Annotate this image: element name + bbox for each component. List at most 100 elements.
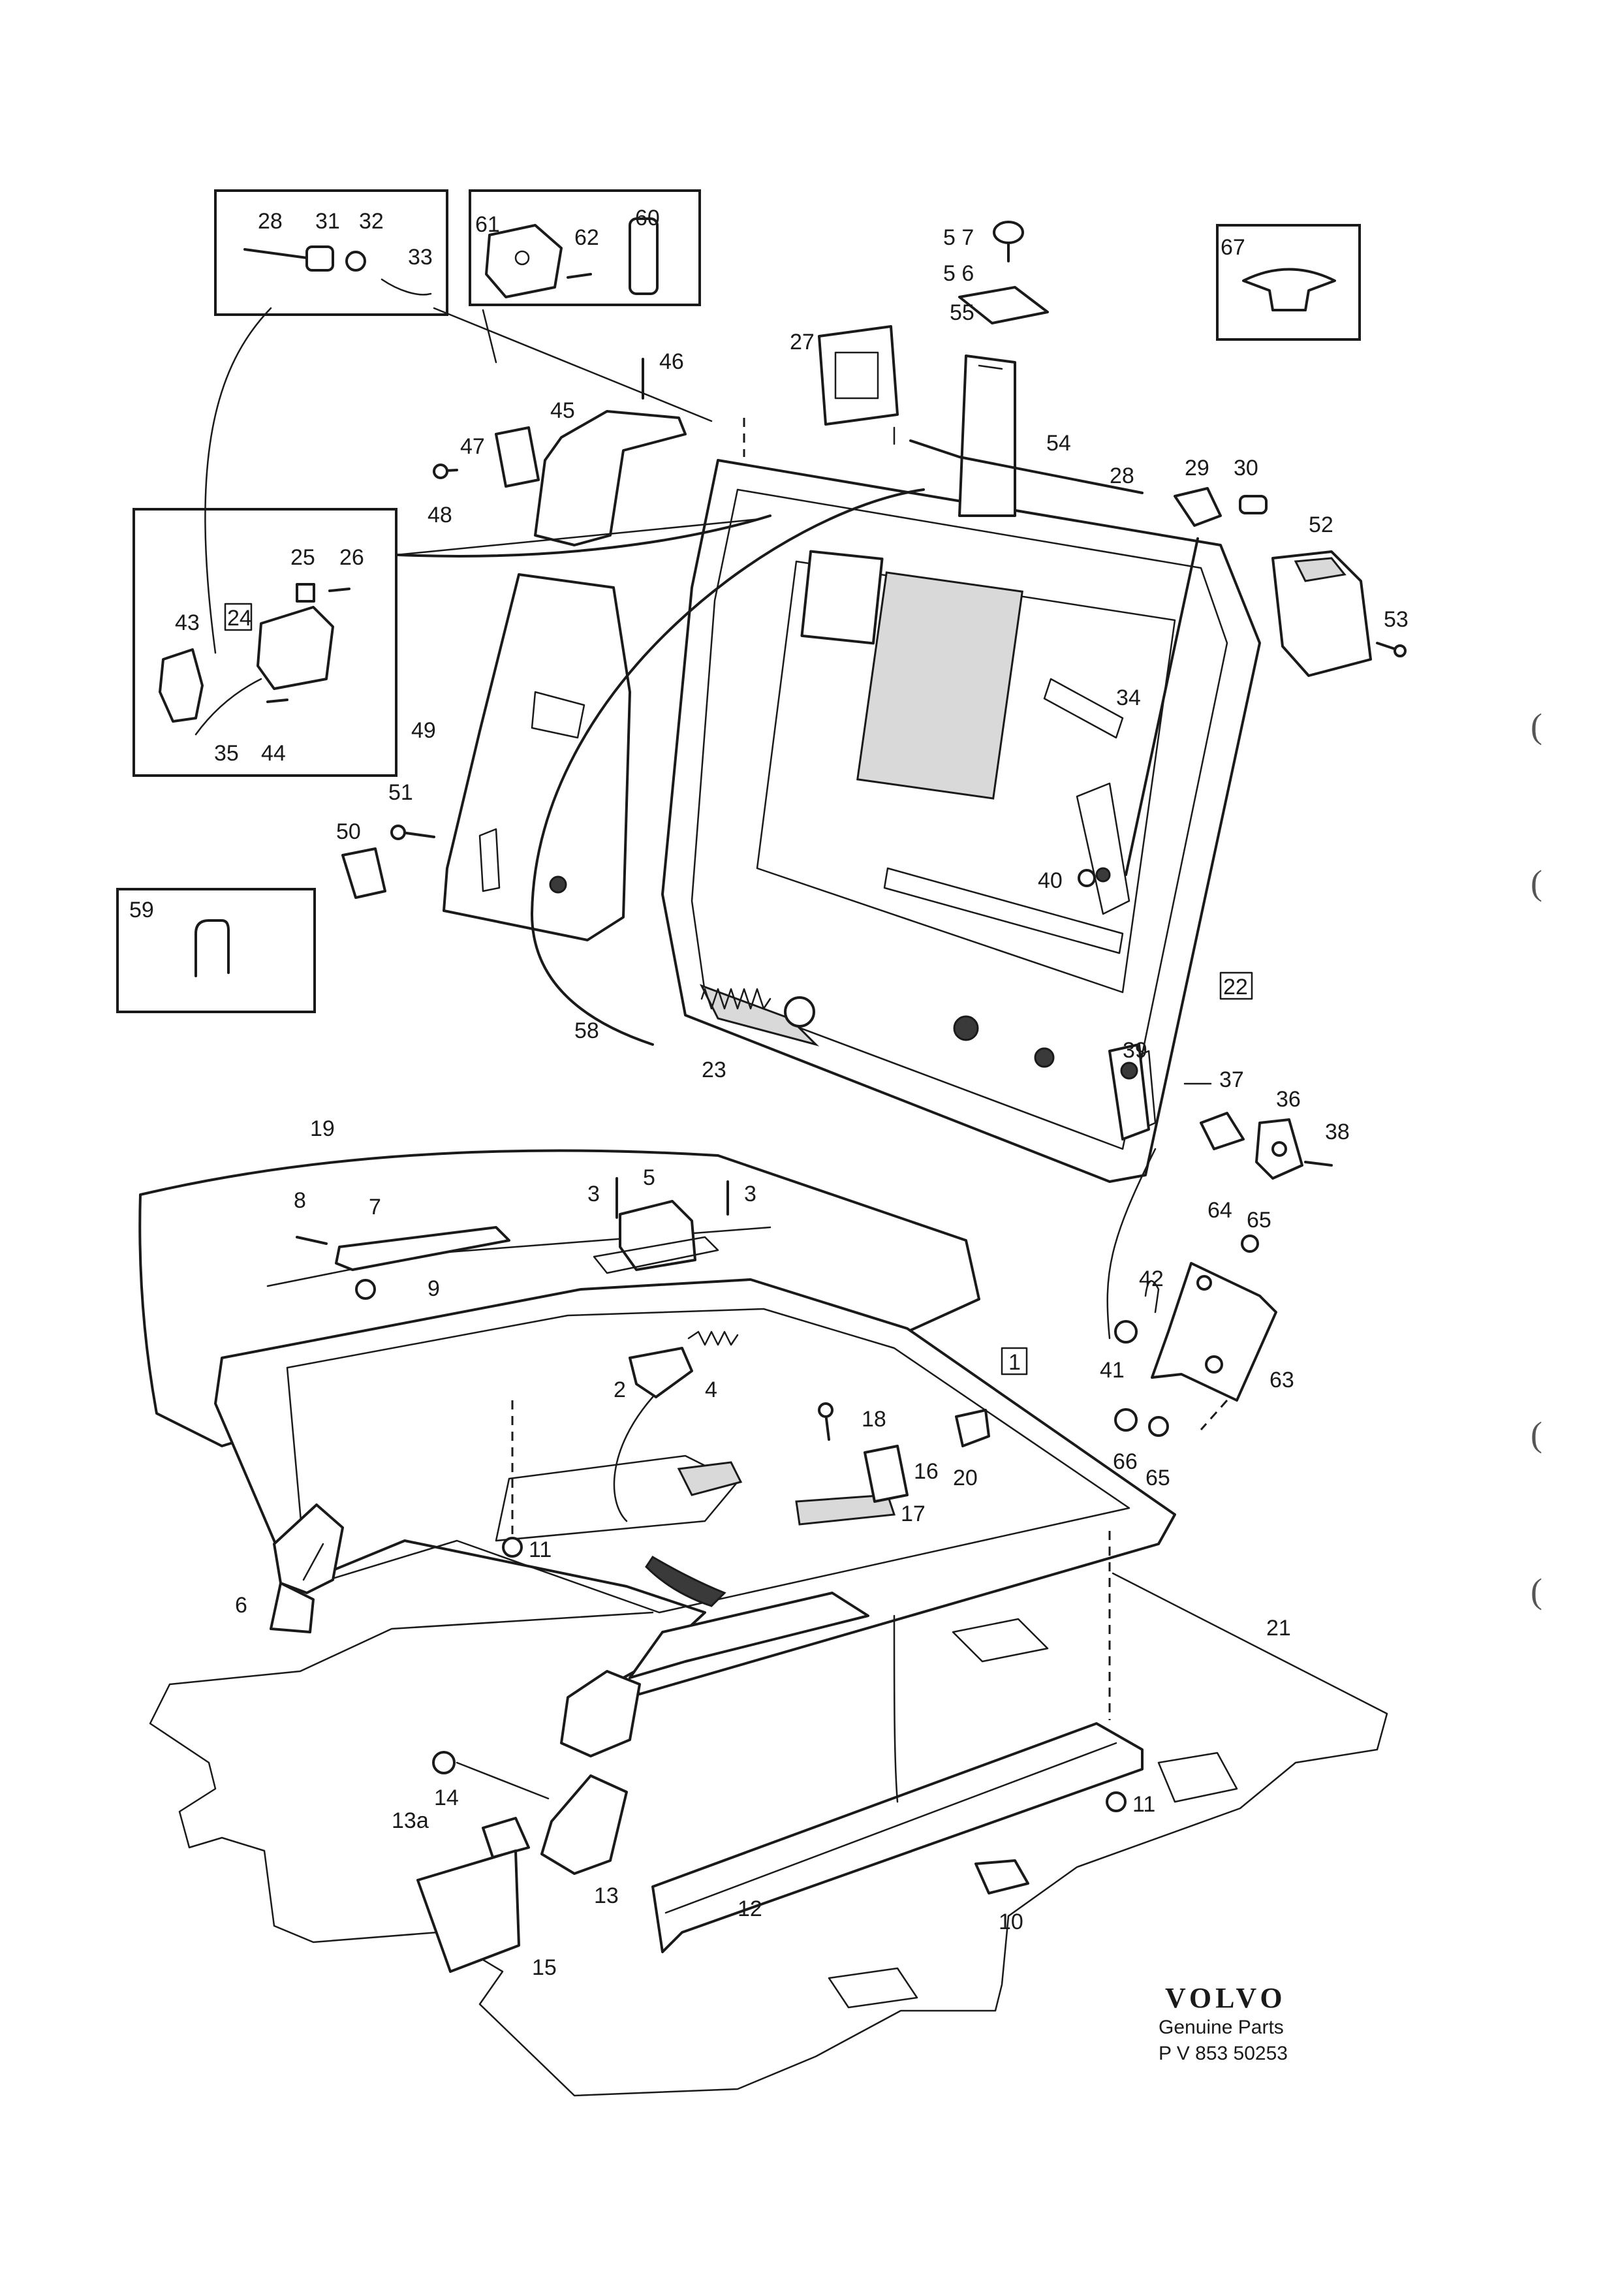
seat-frame-1 bbox=[214, 1278, 1176, 1695]
callout-9: 9 bbox=[428, 1276, 440, 1301]
callout-31: 31 bbox=[315, 209, 340, 234]
callout-24: 24 bbox=[227, 606, 252, 631]
clip-10 bbox=[974, 1859, 1029, 1895]
callout-59: 59 bbox=[129, 898, 154, 922]
callout-65a: 65 bbox=[1247, 1208, 1271, 1233]
floor-panel-21 bbox=[149, 1572, 1388, 2097]
callout-52: 52 bbox=[1309, 512, 1333, 537]
leg-bracket-front bbox=[560, 1670, 641, 1757]
callout-5: 5 bbox=[643, 1165, 655, 1190]
bracket-16-18 bbox=[818, 1402, 909, 1503]
callout-63: 63 bbox=[1270, 1368, 1294, 1392]
brand-code: P V 853 50253 bbox=[1159, 2043, 1288, 2064]
callout-50: 50 bbox=[336, 819, 361, 844]
callout-25: 25 bbox=[290, 545, 315, 570]
callout-21: 21 bbox=[1266, 1616, 1291, 1641]
callout-14: 14 bbox=[434, 1785, 459, 1810]
callout-12: 12 bbox=[738, 1896, 762, 1921]
nut-11-left bbox=[502, 1537, 523, 1558]
nut-11-right bbox=[1106, 1791, 1127, 1812]
callout-22: 22 bbox=[1223, 975, 1248, 999]
hinge-5 bbox=[593, 1177, 729, 1274]
backrest-frame-22 bbox=[661, 459, 1261, 1183]
clip-50-51 bbox=[341, 825, 435, 899]
callout-33: 33 bbox=[408, 245, 433, 270]
callout-41: 41 bbox=[1100, 1358, 1125, 1383]
leg-bracket-6 bbox=[270, 1503, 344, 1633]
inset-box-24-44 bbox=[132, 508, 397, 777]
callout-box-22 bbox=[1219, 971, 1253, 1000]
inset-box-59 bbox=[116, 888, 316, 1013]
callout-47: 47 bbox=[460, 434, 485, 459]
corner-cover-52 bbox=[1271, 550, 1407, 677]
callout-35: 35 bbox=[214, 741, 239, 766]
rail-12 bbox=[651, 1722, 1144, 1953]
callout-45: 45 bbox=[550, 398, 575, 423]
callout-62: 62 bbox=[574, 225, 599, 250]
callout-box-24 bbox=[224, 603, 253, 631]
callout-64: 64 bbox=[1207, 1198, 1232, 1223]
callout-36: 36 bbox=[1276, 1087, 1301, 1112]
callout-27: 27 bbox=[790, 330, 815, 354]
spring-23 bbox=[700, 988, 815, 1028]
callout-38: 38 bbox=[1325, 1120, 1350, 1144]
clip-20 bbox=[955, 1409, 990, 1447]
callout-28b: 28 bbox=[1110, 464, 1134, 488]
callout-34: 34 bbox=[1116, 685, 1141, 710]
callout-3b: 3 bbox=[744, 1182, 756, 1206]
cable-58 bbox=[397, 488, 925, 1046]
callout-labels: 28 31 32 33 61 62 60 5 7 5 6 55 67 27 46… bbox=[129, 206, 1409, 1980]
brand-subtitle: Genuine Parts bbox=[1159, 2017, 1284, 2038]
callout-39: 39 bbox=[1123, 1038, 1147, 1063]
callout-17: 17 bbox=[901, 1502, 926, 1526]
callout-6: 6 bbox=[235, 1593, 247, 1618]
callout-57: 5 7 bbox=[943, 225, 974, 250]
callout-55: 55 bbox=[950, 300, 974, 325]
callout-51: 51 bbox=[388, 780, 413, 805]
callout-8: 8 bbox=[294, 1188, 306, 1213]
callout-61: 61 bbox=[475, 212, 500, 237]
callout-54: 54 bbox=[1046, 431, 1071, 456]
inset-box-60-62 bbox=[469, 189, 701, 306]
inset-box-67 bbox=[1216, 224, 1361, 341]
margin-marks: ( ( ( ( bbox=[1531, 706, 1542, 1611]
callout-3a: 3 bbox=[587, 1182, 600, 1206]
brand-logo: VOLVO bbox=[1165, 1982, 1286, 2014]
latch-63 bbox=[1114, 1234, 1277, 1437]
callout-32: 32 bbox=[359, 209, 384, 234]
callout-11b: 11 bbox=[1132, 1792, 1155, 1817]
callout-46: 46 bbox=[659, 349, 684, 374]
callout-18: 18 bbox=[862, 1407, 886, 1432]
callout-48: 48 bbox=[428, 503, 452, 527]
callout-28a: 28 bbox=[258, 209, 283, 234]
leader-lines bbox=[204, 307, 1212, 1803]
callout-19: 19 bbox=[310, 1116, 335, 1141]
lever-7 bbox=[296, 1226, 510, 1300]
callout-53: 53 bbox=[1384, 607, 1409, 632]
callout-23: 23 bbox=[702, 1058, 726, 1082]
brand-block: VOLVO Genuine Parts P V 853 50253 bbox=[1159, 1982, 1288, 2064]
margin-mark: ( bbox=[1531, 706, 1542, 746]
headrest-bracket-54-57 bbox=[958, 221, 1049, 517]
callout-56: 5 6 bbox=[943, 261, 974, 286]
latch-36-39 bbox=[1108, 1043, 1333, 1180]
bracket-27 bbox=[818, 325, 899, 426]
callout-16: 16 bbox=[914, 1459, 939, 1484]
callout-37: 37 bbox=[1219, 1067, 1244, 1092]
callout-20: 20 bbox=[953, 1466, 978, 1490]
callout-66: 66 bbox=[1113, 1449, 1138, 1474]
callout-15: 15 bbox=[532, 1955, 557, 1980]
callout-box-1 bbox=[1001, 1347, 1028, 1376]
callout-13: 13 bbox=[594, 1883, 619, 1908]
callout-7: 7 bbox=[369, 1195, 381, 1219]
bracket-45-48 bbox=[433, 358, 687, 546]
callout-42: 42 bbox=[1139, 1266, 1164, 1291]
margin-mark: ( bbox=[1531, 1415, 1542, 1454]
callout-13a: 13a bbox=[392, 1808, 429, 1833]
catch-2-4 bbox=[629, 1330, 739, 1398]
callout-44: 44 bbox=[261, 741, 286, 766]
callout-65b: 65 bbox=[1145, 1466, 1170, 1490]
margin-mark: ( bbox=[1531, 863, 1542, 902]
